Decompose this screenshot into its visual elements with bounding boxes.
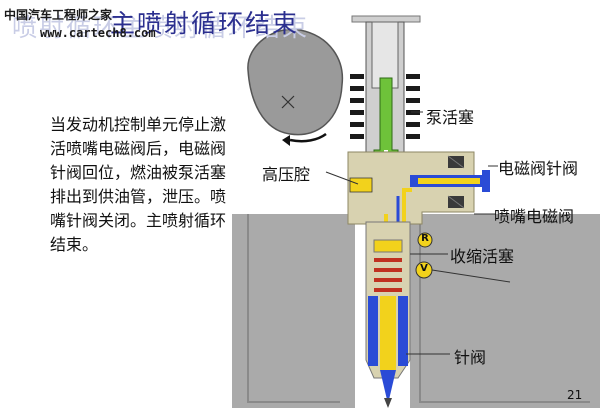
retraction-piston (373, 239, 403, 253)
marker-r-circle (417, 232, 433, 248)
label-retraction-piston: 收缩活塞 (450, 247, 515, 266)
label-nozzle-solenoid-valve: 喷嘴电磁阀 (494, 207, 575, 226)
engine-block-left (232, 214, 355, 408)
engine-block-edge (247, 214, 340, 403)
marker-r-label: R (421, 233, 429, 244)
engine-block-right (410, 214, 600, 408)
nozzle-spring (374, 258, 402, 292)
high-pressure-chamber (349, 177, 373, 193)
slide-title: 主喷射循环结束 (110, 9, 300, 38)
leader-lines (325, 111, 511, 355)
label-high-pressure-chamber: 高压腔 (262, 165, 311, 184)
nozzle-needle-left (368, 296, 378, 366)
nozzle-needle-right (398, 296, 408, 366)
description-text: 当发动机控制单元停止激活喷嘴电磁阀后，电磁阀针阀回位，燃油被泵活塞排出到供油管，… (50, 115, 227, 254)
watermark-line1: 中国汽车工程师之家 (4, 8, 113, 22)
watermark-url: www.cartech8.com (40, 26, 156, 40)
rocker-arm (351, 15, 421, 23)
solenoid-coils (447, 155, 465, 209)
title-shadow: 喷射循环主喷射循环结束 (12, 13, 310, 42)
marker-v-label: V (420, 263, 428, 274)
nozzle-tip (380, 370, 396, 404)
label-nozzle-needle: 针阀 (454, 348, 487, 367)
label-solenoid-valve-needle: 电磁阀针阀 (498, 159, 579, 178)
label-pump-piston: 泵活塞 (426, 108, 475, 127)
nozzle-needle (380, 296, 396, 370)
camshaft (247, 28, 344, 146)
page-number: 21 (567, 388, 583, 402)
